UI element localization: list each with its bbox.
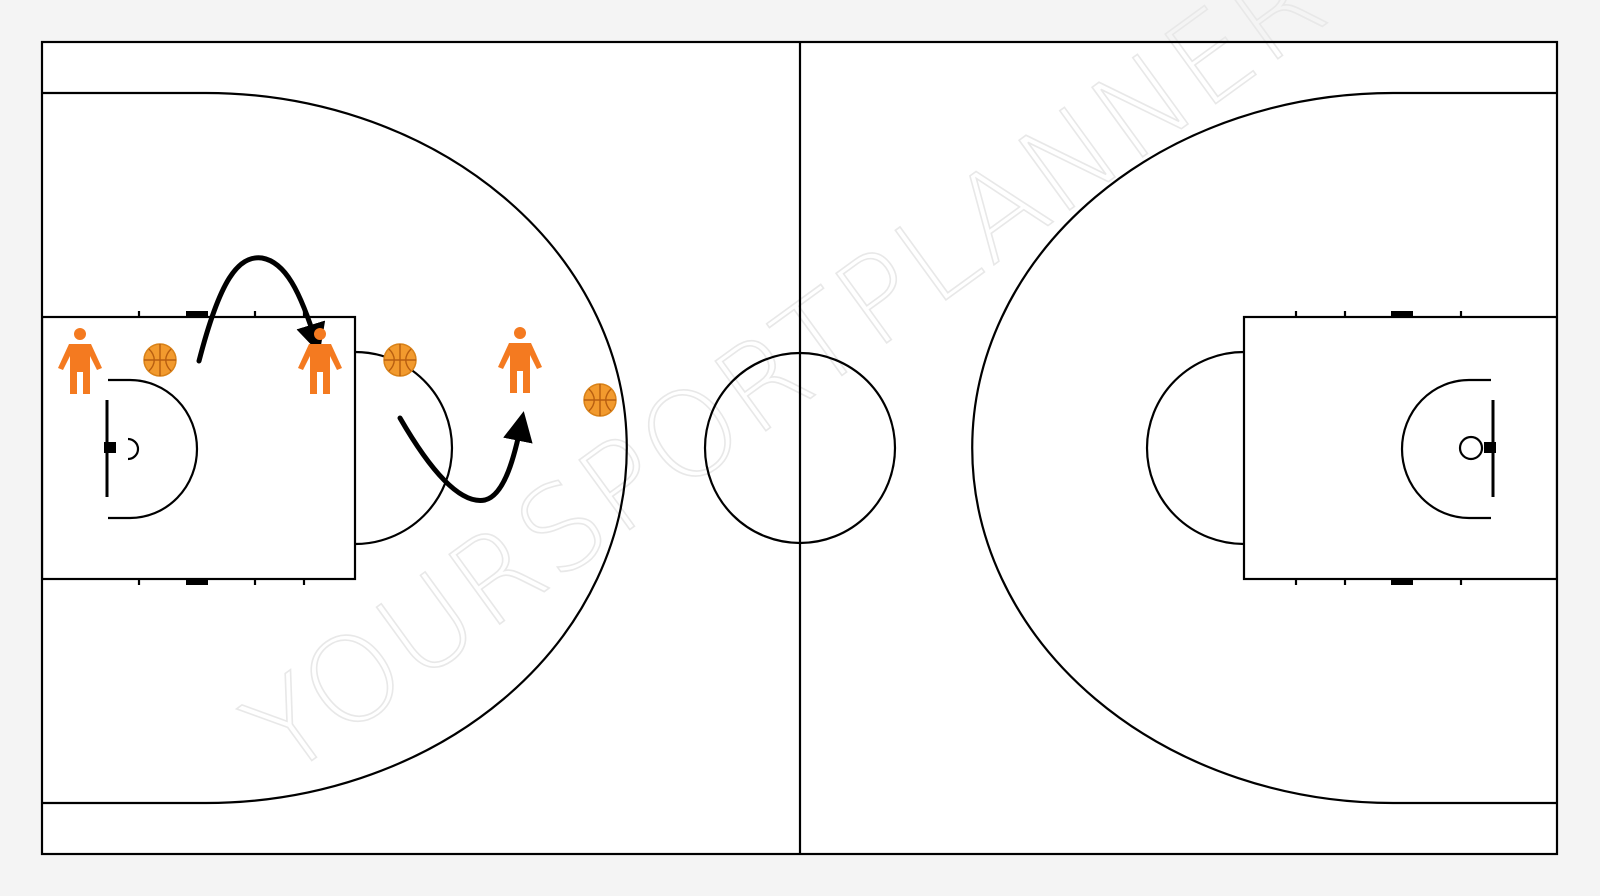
left-rim-mount — [104, 442, 116, 453]
right-restricted-area — [1400, 378, 1491, 520]
left-key — [42, 315, 357, 581]
person-icon — [58, 328, 102, 394]
left-three-point-line — [42, 91, 629, 805]
court-border — [40, 40, 1559, 856]
player-3[interactable] — [498, 327, 542, 393]
person-icon — [298, 328, 342, 394]
player-1[interactable] — [58, 328, 102, 394]
basketball-icon — [583, 383, 617, 417]
person-icon — [498, 327, 542, 393]
movement-arrow-2 — [397, 411, 533, 503]
right-rim-mount — [1484, 442, 1496, 453]
left-rim — [127, 437, 140, 461]
right-lane-marks — [1294, 311, 1463, 585]
center-circle — [703, 351, 897, 545]
basketball-icon — [143, 343, 177, 377]
right-three-point-line — [970, 91, 1557, 805]
right-free-throw-circle — [1145, 350, 1245, 546]
right-rim — [1458, 435, 1484, 461]
ball-2[interactable] — [383, 343, 417, 377]
player-2[interactable] — [298, 328, 342, 394]
ball-3[interactable] — [583, 383, 617, 417]
left-restricted-area — [108, 378, 199, 520]
basketball-icon — [383, 343, 417, 377]
ball-1[interactable] — [143, 343, 177, 377]
right-key — [1242, 315, 1557, 581]
movement-arrow-1 — [196, 255, 326, 364]
